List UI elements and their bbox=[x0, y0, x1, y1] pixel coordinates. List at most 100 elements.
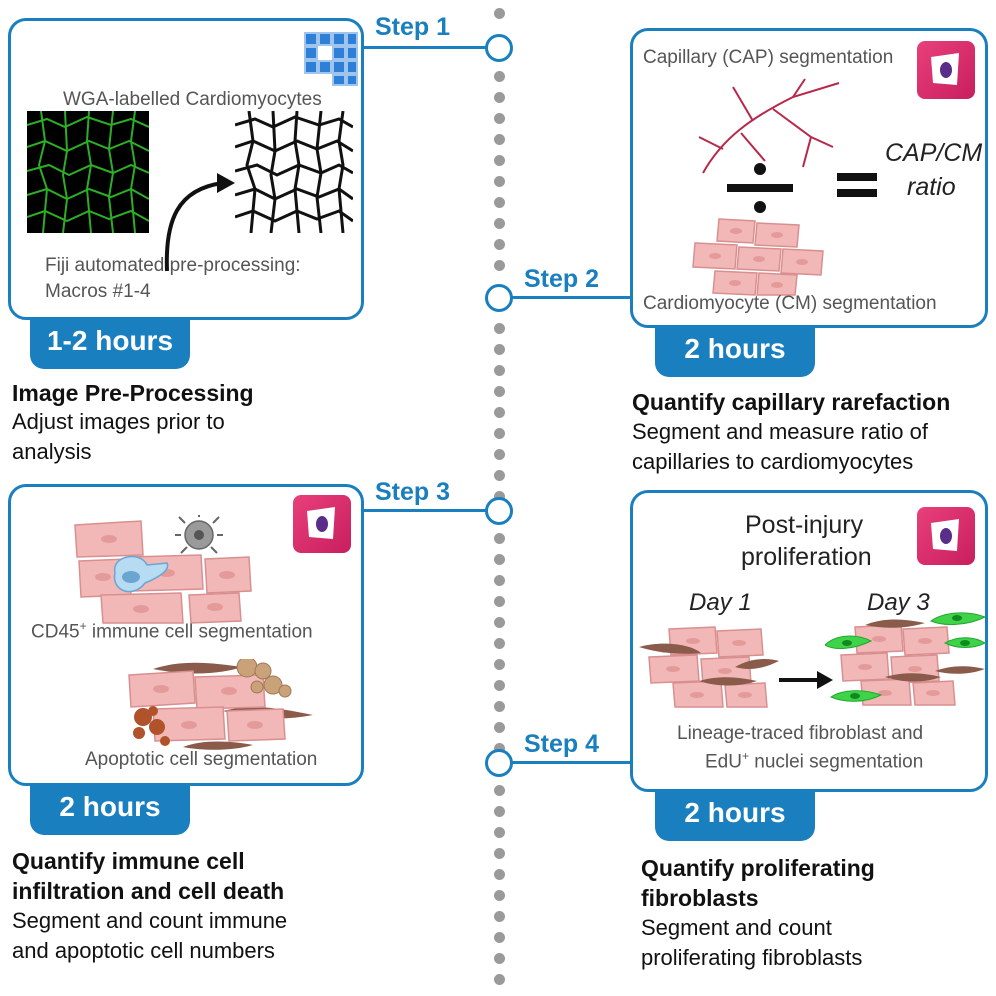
step4-description-line2: proliferating fibroblasts bbox=[641, 945, 863, 970]
binarized-image bbox=[234, 110, 354, 234]
step4-panel: Post-injury proliferation Day 1 Day 3 bbox=[630, 490, 988, 792]
cap-cm-ratio-line1: CAP/CM bbox=[885, 139, 983, 167]
step1-label: Step 1 bbox=[375, 13, 451, 41]
step2-label: Step 2 bbox=[524, 265, 600, 293]
timeline-dot bbox=[494, 701, 505, 712]
timeline-dot bbox=[494, 470, 505, 481]
timeline-dot bbox=[494, 260, 505, 271]
step3-node bbox=[485, 497, 513, 525]
fibroblast-caption-line2: EdU+ nuclei segmentation bbox=[705, 749, 923, 773]
timeline-dot bbox=[494, 869, 505, 880]
step1-panel: WGA-labelled Cardiomyocytes bbox=[8, 18, 364, 320]
day3-label: Day 3 bbox=[867, 589, 930, 616]
timeline-dot bbox=[494, 638, 505, 649]
step3-title-line1: Quantify immune cell bbox=[12, 848, 245, 874]
step2-time-badge: 2 hours bbox=[655, 325, 815, 377]
processing-arrow-icon bbox=[147, 161, 237, 273]
timeline-dot bbox=[494, 659, 505, 670]
timeline-dot bbox=[494, 575, 505, 586]
immune-cell-caption-text: immune cell segmentation bbox=[86, 621, 313, 643]
equals-sign-icon bbox=[837, 169, 877, 201]
edu-superscript: + bbox=[741, 749, 749, 763]
step1-description-line2: analysis bbox=[12, 439, 92, 464]
step2-panel: Capillary (CAP) segmentation bbox=[630, 28, 988, 328]
timeline-dot bbox=[494, 323, 505, 334]
timeline-dot bbox=[494, 8, 505, 19]
apoptotic-cell-caption: Apoptotic cell segmentation bbox=[85, 749, 318, 770]
timeline-dot bbox=[494, 134, 505, 145]
timeline-dot bbox=[494, 953, 505, 964]
step2-description-line2: capillaries to cardiomyocytes bbox=[632, 449, 914, 474]
step3-description-line1: Segment and count immune bbox=[12, 908, 288, 933]
step4-title-line1: Quantify proliferating bbox=[641, 855, 875, 881]
timeline-dot bbox=[494, 890, 505, 901]
day1-label: Day 1 bbox=[689, 589, 752, 616]
timeline-dot bbox=[494, 554, 505, 565]
timeline-dot bbox=[494, 218, 505, 229]
timeline-dot bbox=[494, 449, 505, 460]
step1-connector bbox=[363, 46, 486, 49]
step4-connector bbox=[512, 761, 634, 764]
cellprofiler-icon bbox=[293, 495, 351, 553]
immune-cell-caption: CD45+ immune cell segmentation bbox=[31, 619, 313, 643]
step1-time-badge: 1-2 hours bbox=[30, 317, 190, 369]
step2-title: Quantify capillary rarefaction bbox=[632, 389, 951, 415]
edu-marker: EdU bbox=[705, 751, 742, 773]
wga-image-label: WGA-labelled Cardiomyocytes bbox=[63, 89, 322, 110]
timeline-dot bbox=[494, 932, 505, 943]
timeline-dot bbox=[494, 113, 505, 124]
step4-label: Step 4 bbox=[524, 730, 600, 758]
capillary-caption: Capillary (CAP) segmentation bbox=[643, 47, 894, 68]
step3-connector bbox=[363, 509, 486, 512]
timeline-dot bbox=[494, 806, 505, 817]
capillary-network-illustration bbox=[693, 77, 843, 177]
step2-description-line1: Segment and measure ratio of bbox=[632, 419, 928, 444]
step1-node bbox=[485, 34, 513, 62]
timeline-dot bbox=[494, 155, 505, 166]
timeline-dot bbox=[494, 743, 505, 754]
fibroblast-caption-line1: Lineage-traced fibroblast and bbox=[677, 723, 924, 744]
timeline-dot bbox=[494, 785, 505, 796]
immune-cell-illustration bbox=[71, 511, 261, 625]
fiji-logo-icon bbox=[303, 29, 359, 87]
step3-panel: CD45+ immune cell segmentation bbox=[8, 484, 364, 786]
progression-arrow-icon bbox=[779, 669, 833, 691]
cellprofiler-icon bbox=[917, 41, 975, 99]
step3-time-badge: 2 hours bbox=[30, 783, 190, 835]
timeline-dot bbox=[494, 407, 505, 418]
timeline-dot bbox=[494, 365, 505, 376]
timeline-dot bbox=[494, 680, 505, 691]
step4-node bbox=[485, 749, 513, 777]
step2-connector bbox=[512, 296, 634, 299]
cd45-superscript: + bbox=[79, 619, 87, 633]
timeline-dot bbox=[494, 71, 505, 82]
step3-title-line2: infiltration and cell death bbox=[12, 878, 285, 904]
timeline-dot bbox=[494, 533, 505, 544]
step1-description-line1: Adjust images prior to bbox=[12, 409, 225, 434]
wga-fluorescence-image bbox=[26, 110, 150, 234]
fiji-process-caption-line1: Fiji automated pre-processing: bbox=[45, 255, 301, 276]
timeline-dot bbox=[494, 722, 505, 733]
day3-cells-illustration bbox=[824, 607, 987, 713]
timeline-dot bbox=[494, 491, 505, 502]
cellprofiler-icon bbox=[917, 507, 975, 565]
step4-time-badge: 2 hours bbox=[655, 789, 815, 841]
timeline-dot bbox=[494, 617, 505, 628]
timeline-dot bbox=[494, 911, 505, 922]
timeline-dot bbox=[494, 197, 505, 208]
step3-description-line2: and apoptotic cell numbers bbox=[12, 938, 275, 963]
division-sign-icon bbox=[725, 159, 795, 217]
step1-title: Image Pre-Processing bbox=[12, 380, 254, 406]
apoptotic-cell-illustration bbox=[123, 656, 313, 751]
timeline-dot bbox=[494, 848, 505, 859]
day1-cells-illustration bbox=[639, 623, 779, 709]
timeline-dot bbox=[494, 239, 505, 250]
cardiomyocyte-caption: Cardiomyocyte (CM) segmentation bbox=[643, 293, 937, 314]
timeline-dot bbox=[494, 428, 505, 439]
cardiomyocyte-cluster-illustration bbox=[689, 217, 829, 297]
step2-node bbox=[485, 284, 513, 312]
step4-title-line2: fibroblasts bbox=[641, 885, 759, 911]
timeline-dot bbox=[494, 92, 505, 103]
proliferation-heading-line1: Post-injury bbox=[745, 511, 864, 539]
cap-cm-ratio-line2: ratio bbox=[907, 173, 956, 201]
